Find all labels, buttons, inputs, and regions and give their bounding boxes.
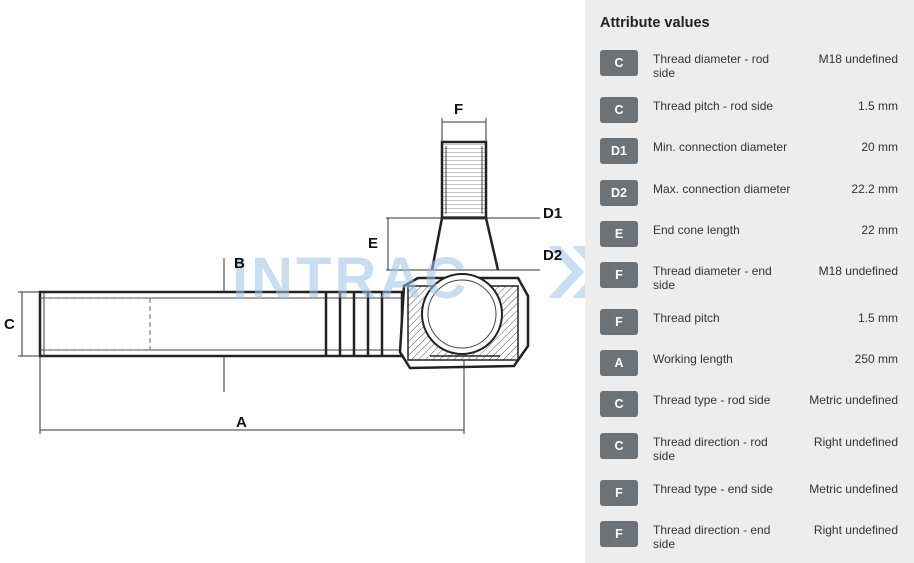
attribute-badge: A	[600, 350, 638, 376]
attribute-label: Min. connection diameter	[653, 140, 788, 154]
attribute-value: 22.2 mm	[851, 182, 898, 196]
label-c: C	[4, 316, 15, 333]
attribute-badge: D2	[600, 180, 638, 206]
attribute-badge: F	[600, 480, 638, 506]
panel-title: Attribute values	[600, 15, 710, 31]
attribute-value: Right undefined	[813, 523, 898, 537]
attribute-label: Thread direction - rod side	[653, 435, 768, 463]
attribute-row: C Thread direction - rod side Right unde…	[600, 433, 900, 473]
dimension-lines	[18, 118, 540, 434]
attribute-row: C Thread type - rod side Metric undefine…	[600, 391, 900, 431]
attribute-label: Max. connection diameter	[653, 182, 791, 196]
attribute-label: Thread diameter - rod side	[653, 52, 770, 80]
label-d2: D2	[543, 247, 562, 264]
ball-stud	[430, 140, 500, 271]
ball-joint-housing	[398, 273, 530, 370]
attribute-value: M18 undefined	[818, 264, 898, 278]
label-d1: D1	[543, 205, 562, 222]
attribute-value: 22 mm	[861, 223, 898, 237]
attribute-row: E End cone length 22 mm	[600, 221, 900, 261]
attribute-row: A Working length 250 mm	[600, 350, 900, 390]
attribute-label: Working length	[653, 352, 733, 366]
label-b: B	[234, 255, 245, 272]
attribute-row: D2 Max. connection diameter 22.2 mm	[600, 180, 900, 220]
attribute-row: C Thread diameter - rod side M18 undefin…	[600, 50, 900, 90]
attribute-label: Thread pitch - rod side	[653, 99, 774, 113]
attribute-badge: F	[600, 262, 638, 288]
tie-rod-end-diagram: INTRAC F D1 E D2 B C A	[4, 101, 585, 434]
attribute-panel: Attribute values C Thread diameter - rod…	[585, 0, 914, 563]
attribute-badge: C	[600, 391, 638, 417]
attribute-badge: C	[600, 433, 638, 459]
label-e: E	[368, 235, 378, 252]
attribute-value: M18 undefined	[818, 52, 898, 66]
attribute-row: D1 Min. connection diameter 20 mm	[600, 138, 900, 178]
attribute-badge: F	[600, 309, 638, 335]
svg-text:INTRAC: INTRAC	[232, 246, 469, 311]
attribute-row: C Thread pitch - rod side 1.5 mm	[600, 97, 900, 137]
attribute-badge: C	[600, 50, 638, 76]
attribute-value: 1.5 mm	[857, 99, 898, 113]
attribute-value: 20 mm	[861, 140, 898, 154]
attribute-label: Thread type - end side	[653, 482, 774, 496]
label-a: A	[236, 414, 247, 431]
attribute-label: Thread direction - end side	[653, 523, 771, 551]
attribute-value: Right undefined	[813, 435, 898, 449]
rod	[38, 290, 404, 358]
intrac-watermark: INTRAC	[232, 246, 585, 311]
attribute-badge: D1	[600, 138, 638, 164]
attribute-label: Thread type - rod side	[653, 393, 771, 407]
attribute-value: 1.5 mm	[857, 311, 898, 325]
attribute-value: Metric undefined	[809, 393, 898, 407]
technical-drawing: INTRAC F D1 E D2 B C A	[4, 101, 585, 434]
attribute-badge: F	[600, 521, 638, 547]
attribute-value: 250 mm	[854, 352, 898, 366]
attribute-row: F Thread pitch 1.5 mm	[600, 309, 900, 349]
attribute-badge: C	[600, 97, 638, 123]
attribute-label: Thread pitch	[653, 311, 720, 325]
attribute-row: F Thread diameter - end side M18 undefin…	[600, 262, 900, 302]
attribute-value: Metric undefined	[809, 482, 898, 496]
attribute-badge: E	[600, 221, 638, 247]
attribute-label: Thread diameter - end side	[653, 264, 772, 292]
label-f: F	[454, 101, 463, 118]
attribute-row: F Thread type - end side Metric undefine…	[600, 480, 900, 520]
attribute-label: End cone length	[653, 223, 740, 237]
attribute-row: F Thread direction - end side Right unde…	[600, 521, 900, 561]
